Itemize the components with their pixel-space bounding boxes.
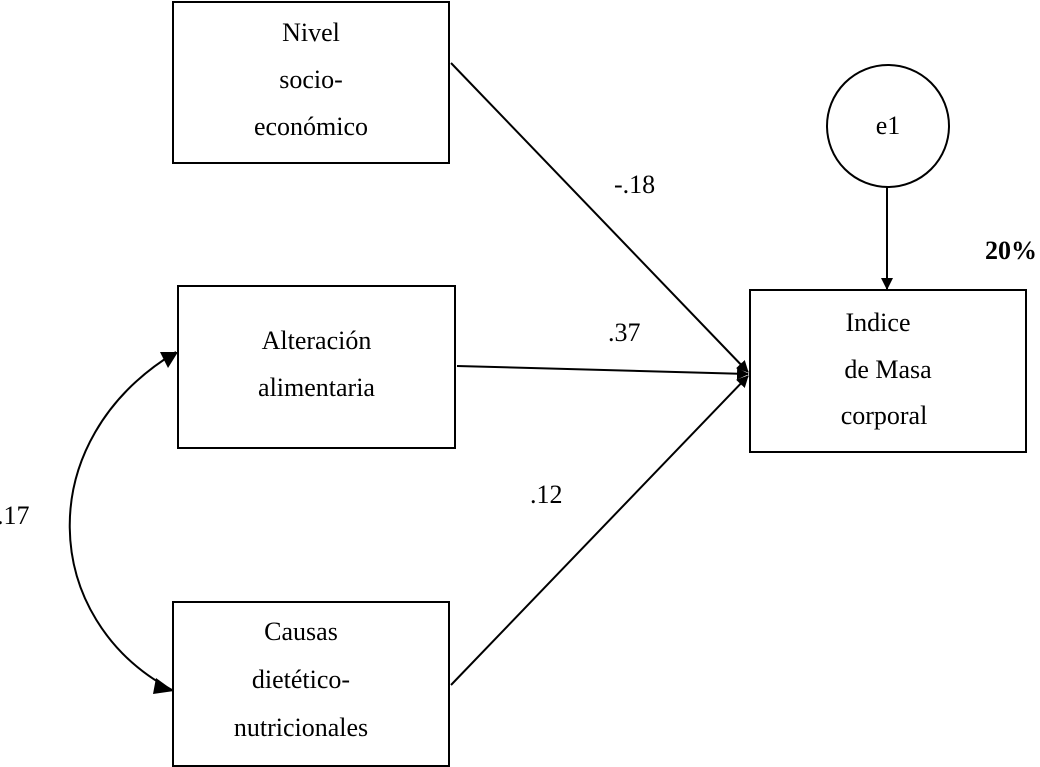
- node-indice-masa-corporal: Indice de Masa corporal: [749, 289, 1027, 453]
- node-label: dietético-: [251, 665, 351, 694]
- covariance-coefficient: .17: [0, 501, 30, 530]
- path-coefficient-nivel: -.18: [614, 170, 656, 199]
- node-causas-dietetico-nutricionales: Causas dietético- nutricionales: [172, 601, 450, 767]
- node-label: Indice: [845, 308, 911, 337]
- covariance-arrowhead-top: [160, 352, 178, 368]
- node-label: socio-: [279, 65, 343, 94]
- error-term-label: e1: [875, 111, 901, 140]
- node-label: corporal: [840, 401, 928, 430]
- r-squared-label: 20%: [985, 236, 1037, 265]
- covariance-arrowhead-bottom: [153, 678, 174, 694]
- error-term-circle: e1: [826, 64, 950, 188]
- covariance-arc-alteracion-causas: [68, 351, 177, 691]
- node-label: nutricionales: [233, 713, 369, 742]
- node-label: de Masa: [844, 355, 932, 384]
- path-arrow-alteracion-to-imc: [456, 365, 749, 380]
- node-nivel-socioeconomico: Nivel socio- económico: [172, 1, 450, 164]
- path-arrow-nivel-to-imc: [450, 62, 749, 373]
- node-label: Nivel: [282, 18, 340, 47]
- node-alteracion-alimentaria: Alteración alimentaria: [177, 285, 456, 449]
- path-coefficient-alteracion: .37: [608, 318, 641, 347]
- node-label: Alteración: [261, 326, 372, 355]
- node-label: económico: [253, 112, 369, 141]
- path-arrow-causas-to-imc: [450, 375, 749, 686]
- path-coefficient-causas: .12: [530, 480, 563, 509]
- node-label: Causas: [264, 617, 338, 646]
- node-label: alimentaria: [258, 373, 375, 402]
